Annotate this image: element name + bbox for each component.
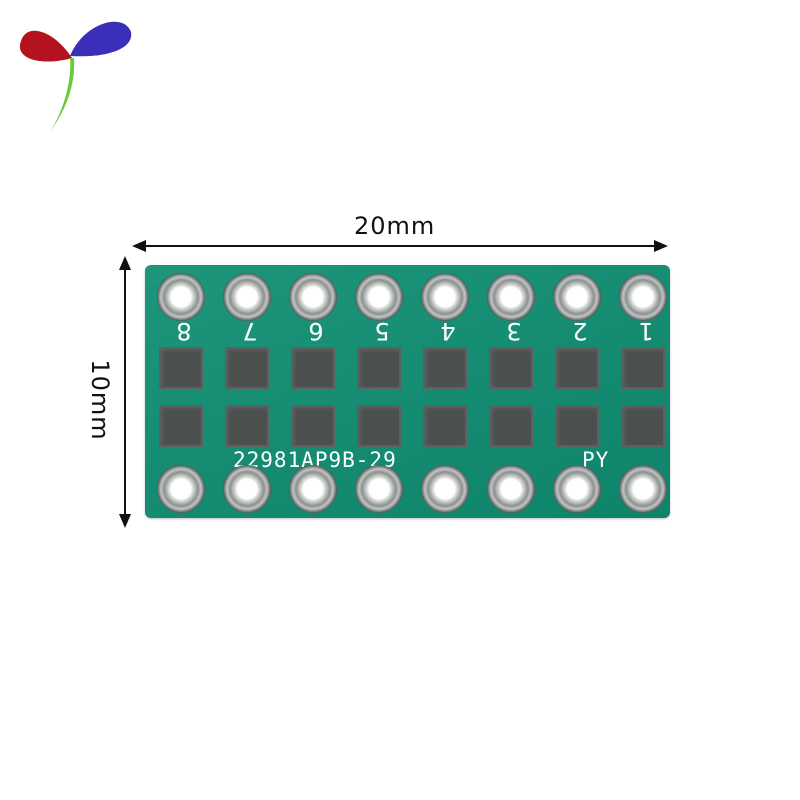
- lower-smd-pad: [291, 405, 335, 447]
- top-through-hole: [223, 273, 271, 321]
- pin-number-label: 6: [308, 317, 324, 345]
- bottom-through-hole: [157, 465, 205, 513]
- pin-number-label: 5: [374, 317, 390, 345]
- brand-logo: [19, 21, 132, 132]
- upper-smd-pad: [489, 347, 533, 389]
- logo-red-leaf: [19, 30, 73, 62]
- upper-smd-pad: [225, 347, 269, 389]
- pin-number-label: 8: [176, 317, 192, 345]
- pin-number-label: 4: [440, 317, 456, 345]
- pin-number-label: 2: [572, 317, 588, 345]
- top-through-hole: [487, 273, 535, 321]
- bottom-through-hole: [421, 465, 469, 513]
- height-dimension-label: 10mm: [86, 359, 114, 441]
- lower-smd-pad: [225, 405, 269, 447]
- bottom-through-hole: [223, 465, 271, 513]
- lower-smd-pad: [621, 405, 665, 447]
- logo-green-stem: [50, 58, 75, 132]
- bottom-through-hole: [355, 465, 403, 513]
- pin-number-label: 3: [506, 317, 522, 345]
- lower-smd-pad: [555, 405, 599, 447]
- pin-number-label: 1: [638, 317, 654, 345]
- top-through-hole: [289, 273, 337, 321]
- pin-number-label: 7: [242, 317, 258, 345]
- top-through-hole: [421, 273, 469, 321]
- lower-smd-pad: [357, 405, 401, 447]
- lower-smd-pad: [489, 405, 533, 447]
- bottom-through-hole: [487, 465, 535, 513]
- logo-blue-leaf: [70, 21, 132, 57]
- bottom-through-hole: [619, 465, 667, 513]
- top-through-hole: [355, 273, 403, 321]
- lower-smd-pad: [159, 405, 203, 447]
- top-through-hole: [619, 273, 667, 321]
- lower-smd-pad: [423, 405, 467, 447]
- upper-smd-pad: [621, 347, 665, 389]
- upper-smd-pad: [291, 347, 335, 389]
- bottom-through-hole: [289, 465, 337, 513]
- bottom-through-hole: [553, 465, 601, 513]
- upper-smd-pad: [159, 347, 203, 389]
- upper-smd-pad: [555, 347, 599, 389]
- width-dimension-label: 20mm: [354, 212, 436, 240]
- upper-smd-pad: [357, 347, 401, 389]
- top-through-hole: [553, 273, 601, 321]
- upper-smd-pad: [423, 347, 467, 389]
- top-through-hole: [157, 273, 205, 321]
